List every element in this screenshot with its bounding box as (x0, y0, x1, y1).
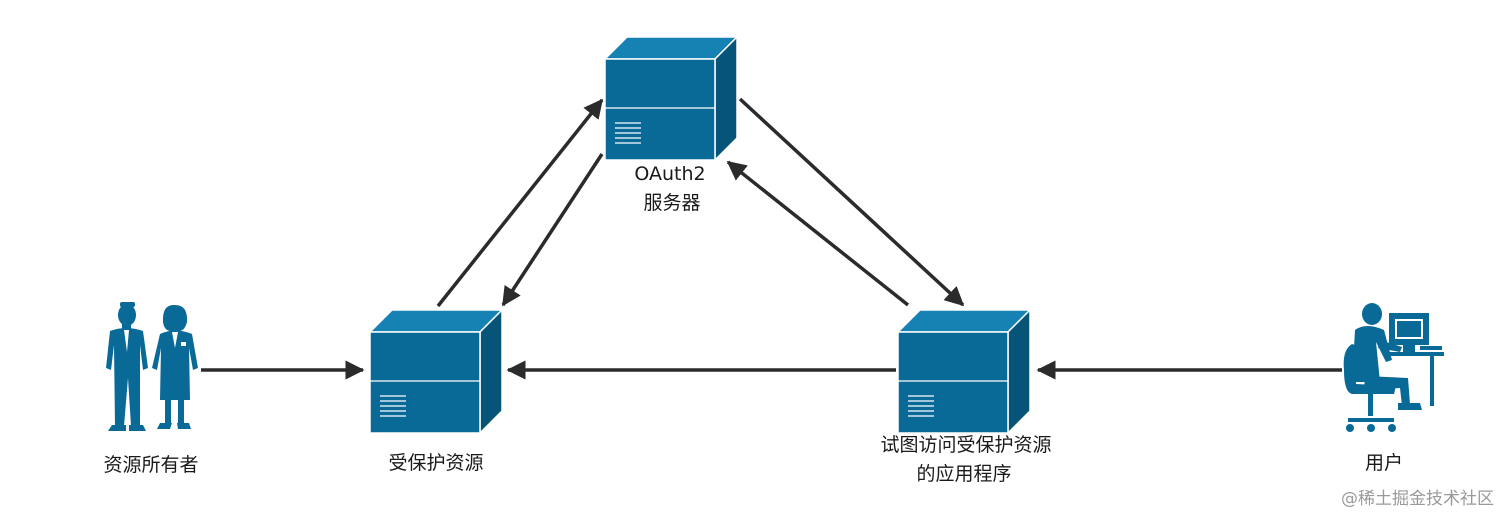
client-app-icon (896, 308, 1032, 435)
resource-owner-people-icon (106, 302, 198, 431)
client-app-label-line1: 试图访问受保护资源 (880, 434, 1051, 456)
businesswoman-figure (152, 304, 198, 429)
oauth-server-icon (603, 35, 739, 162)
protected-resource-icon (368, 308, 504, 435)
computer-user-icon (1343, 303, 1444, 432)
resource-owner-label: 资源所有者 (103, 454, 198, 476)
arrow-resource-to-server (436, 98, 604, 308)
businessman-figure (106, 302, 148, 431)
arrow-server-to-resource (501, 153, 604, 307)
watermark-text: @稀土掘金技术社区 (1341, 489, 1494, 509)
user-label: 用户 (1365, 452, 1403, 474)
oauth-server-label-line2: 服务器 (643, 192, 700, 214)
arrow-client-to-server (726, 160, 910, 307)
arrow-server-to-client (738, 97, 965, 307)
client-app-label-line2: 的应用程序 (916, 463, 1011, 485)
protected-resource-label: 受保护资源 (388, 452, 483, 474)
oauth-server-label-line1: OAuth2 (634, 163, 705, 185)
